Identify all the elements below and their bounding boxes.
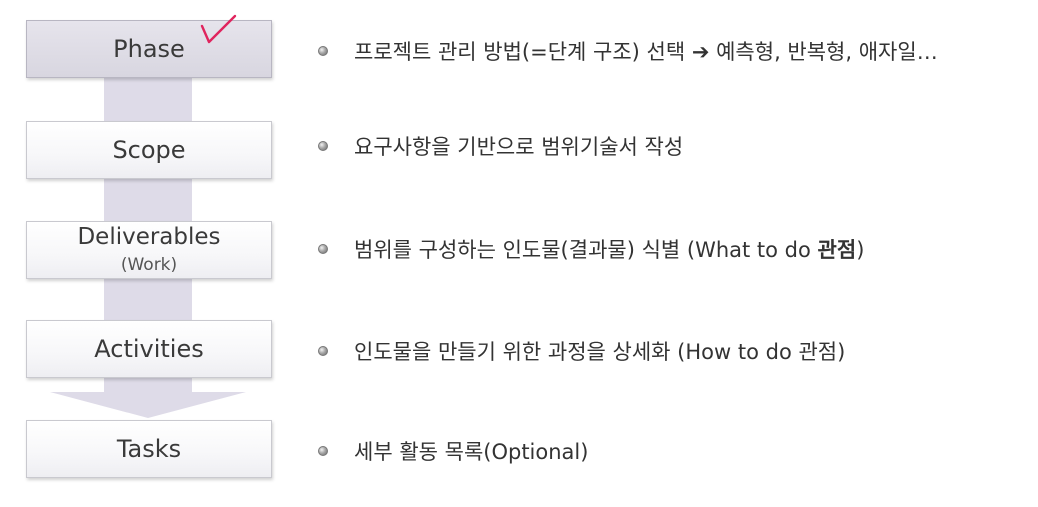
step-label-tasks: Tasks (116, 434, 182, 463)
bullet-icon (318, 46, 328, 56)
description-row-tasks: 세부 활동 목록(Optional) (318, 436, 588, 466)
step-sublabel-deliverables: (Work) (120, 254, 178, 275)
description-row-scope: 요구사항을 기반으로 범위기술서 작성 (318, 131, 683, 161)
description-tasks: 세부 활동 목록(Optional) (354, 440, 589, 464)
description-row-activities: 인도물을 만들기 위한 과정을 상세화 (How to do 관점) (318, 336, 845, 366)
description-deliverables-bold: 관점 (817, 238, 857, 262)
description-phase: 프로젝트 관리 방법(=단계 구조) 선택 ➔ 예측형, 반복형, 애자일… (354, 40, 938, 64)
bullet-icon (318, 446, 328, 456)
description-row-deliverables: 범위를 구성하는 인도물(결과물) 식별 (What to do 관점) (318, 234, 864, 264)
step-label-deliverables: Deliverables (77, 224, 221, 251)
step-box-activities: Activities (26, 320, 272, 378)
step-box-phase: Phase (26, 20, 272, 78)
checkmark-annotation-icon (200, 14, 237, 44)
description-row-phase: 프로젝트 관리 방법(=단계 구조) 선택 ➔ 예측형, 반복형, 애자일… (318, 36, 938, 66)
step-label-activities: Activities (94, 334, 204, 363)
description-deliverables-text: 범위를 구성하는 인도물(결과물) 식별 (What to do (354, 238, 818, 262)
bullet-icon (318, 141, 328, 151)
step-label-phase: Phase (113, 34, 185, 63)
description-deliverables-tail: ) (856, 238, 865, 262)
step-label-scope: Scope (112, 135, 186, 164)
description-deliverables: 범위를 구성하는 인도물(결과물) 식별 (What to do 관점) (354, 234, 864, 264)
step-box-tasks: Tasks (26, 420, 272, 478)
description-scope: 요구사항을 기반으로 범위기술서 작성 (354, 135, 684, 159)
bullet-icon (318, 244, 328, 254)
bullet-icon (318, 346, 328, 356)
description-activities: 인도물을 만들기 위한 과정을 상세화 (How to do 관점) (354, 340, 846, 364)
step-box-scope: Scope (26, 121, 272, 179)
step-box-deliverables: Deliverables (Work) (26, 221, 272, 279)
